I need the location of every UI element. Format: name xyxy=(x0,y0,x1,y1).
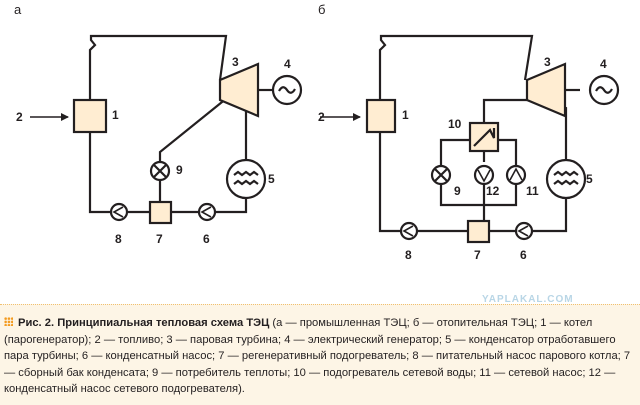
panel-a-label: а xyxy=(14,2,22,17)
feed-line-left-b xyxy=(378,132,401,233)
caption-text: (а — промышленная ТЭЦ; б — отопительная … xyxy=(4,317,631,395)
label-6-b: 6 xyxy=(520,248,527,262)
boiler-b xyxy=(365,98,397,134)
heat-consumer-b xyxy=(430,164,452,186)
label-8: 8 xyxy=(115,232,122,246)
label-5: 5 xyxy=(268,172,275,186)
condenser xyxy=(225,158,267,200)
condenser-b xyxy=(545,158,587,200)
label-4: 4 xyxy=(284,57,291,71)
label-9: 9 xyxy=(176,163,183,177)
panel-b: б xyxy=(318,2,620,262)
panel-a: а xyxy=(14,2,303,246)
network-pump xyxy=(505,164,527,186)
turbine xyxy=(218,62,260,118)
figure-caption: Рис. 2. Принципиальная тепловая схема ТЭ… xyxy=(0,304,640,405)
watermark: YAPLAKAL.COM xyxy=(482,294,574,305)
caption-figure-number: Рис. 2. xyxy=(18,317,55,329)
extraction-line xyxy=(158,97,228,162)
label-7-b: 7 xyxy=(474,248,481,262)
steam-line-b xyxy=(378,34,534,100)
label-7: 7 xyxy=(156,232,163,246)
label-10-b: 10 xyxy=(448,117,462,131)
label-1-b: 1 xyxy=(402,108,409,122)
label-1: 1 xyxy=(112,108,119,122)
label-5-b: 5 xyxy=(586,172,593,186)
feed-pump-b xyxy=(399,221,419,241)
network-water-heater xyxy=(468,121,500,153)
label-4-b: 4 xyxy=(600,57,607,71)
label-8-b: 8 xyxy=(405,248,412,262)
label-6: 6 xyxy=(203,232,210,246)
pipe-5-to-6-b xyxy=(532,198,568,233)
panel-b-label: б xyxy=(318,2,325,17)
diagram-svg: а xyxy=(14,2,620,262)
generator-b xyxy=(588,74,620,106)
boiler xyxy=(72,98,108,134)
turbine-b xyxy=(525,62,567,118)
label-3: 3 xyxy=(232,55,239,69)
heat-consumer xyxy=(149,160,171,182)
condensate-pump-b xyxy=(514,221,534,241)
regenerative-heater xyxy=(148,200,173,225)
thermal-scheme-diagram: а xyxy=(14,2,620,262)
heater-condensate-pump xyxy=(473,164,495,186)
generator xyxy=(271,74,303,106)
network-loop xyxy=(439,138,518,207)
feed-line-left xyxy=(88,132,111,214)
condensate-tank xyxy=(466,219,491,244)
extraction-line-b xyxy=(482,98,527,123)
label-3-b: 3 xyxy=(544,55,551,69)
caption-title: Принципиальная тепловая схема ТЭЦ xyxy=(57,317,270,329)
pipe-5-to-6 xyxy=(215,198,248,214)
feed-pump xyxy=(109,202,129,222)
label-2-b: 2 xyxy=(318,110,325,124)
caption-marker-icon xyxy=(4,317,13,326)
condensate-pump xyxy=(197,202,217,222)
steam-line xyxy=(88,34,228,100)
label-9-b: 9 xyxy=(454,184,461,198)
label-11-b: 11 xyxy=(526,184,539,198)
label-12-b: 12 xyxy=(486,184,500,198)
label-2: 2 xyxy=(16,110,23,124)
